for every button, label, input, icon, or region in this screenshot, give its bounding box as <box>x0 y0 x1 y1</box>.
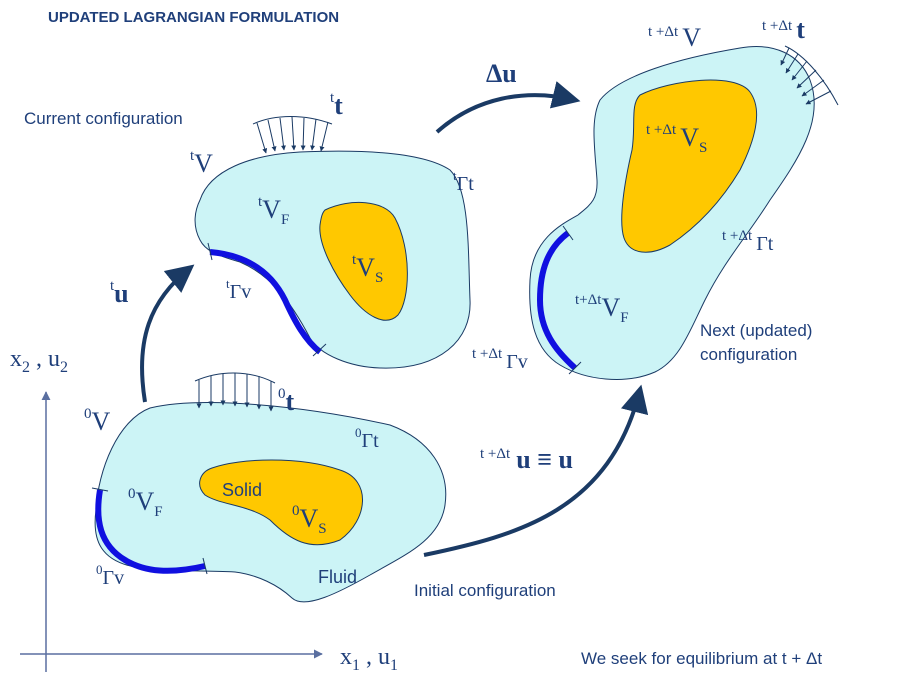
current-traction-arrows <box>252 116 333 154</box>
current-configuration-label: Current configuration <box>24 109 183 128</box>
y-axis-label: x2 , u2 <box>10 346 68 376</box>
coordinate-axes: x2 , u2 x1 , u1 <box>10 346 398 674</box>
current-gamma-v-boundary <box>209 249 322 355</box>
tu-arrow-label: tu <box>110 278 129 308</box>
next-traction-arrows <box>780 45 839 106</box>
next-configuration-label-line1: Next (updated) <box>700 321 812 340</box>
fluid-label: Fluid <box>318 567 357 587</box>
current-configuration: Current configuration tV tt tΓt tVF tVS … <box>24 90 474 369</box>
initial-boundary-tick-bottom <box>202 557 208 575</box>
initial-VF-label: 0VF <box>128 486 163 520</box>
initial-traction-label: 0t <box>278 386 295 416</box>
footer-note: We seek for equilibrium at t + Δt <box>581 649 822 668</box>
initial-VS-label: 0VS <box>292 503 327 537</box>
next-VF-label: t+ΔtVF <box>575 292 629 326</box>
initial-boundary-tick-top <box>91 487 109 492</box>
initial-traction-arrows <box>194 372 276 412</box>
tu-arrow <box>140 264 195 403</box>
current-solid-region <box>319 201 408 321</box>
next-boundary-tick-bottom <box>568 361 582 375</box>
current-VS-label: tVS <box>352 252 383 286</box>
delta-u-arrow <box>435 81 581 134</box>
next-gamma-v-boundary <box>536 230 578 371</box>
initial-configuration-label: Initial configuration <box>414 581 556 600</box>
current-V-label: tV <box>190 148 213 178</box>
initial-V-label: 0V <box>84 406 111 436</box>
initial-solid-region <box>199 459 363 546</box>
initial-gamma-v-boundary <box>95 489 206 574</box>
total-displacement-arrow <box>423 384 649 557</box>
page-title: UPDATED LAGRANGIAN FORMULATION <box>48 9 339 26</box>
current-boundary-tick-bottom <box>312 343 327 357</box>
delta-u-arrow-label: Δu <box>486 59 517 88</box>
next-solid-region <box>621 79 757 253</box>
next-boundary-tick-top <box>562 225 574 241</box>
initial-gamma-v-label: 0Γv <box>96 562 124 589</box>
current-VF-label: tVF <box>258 194 289 228</box>
next-configuration-label-line2: configuration <box>700 345 797 364</box>
x-axis-label: x1 , u1 <box>340 644 398 674</box>
current-boundary-tick-top <box>207 242 213 261</box>
current-traction-label: tt <box>330 90 343 120</box>
current-gamma-v-label: tΓv <box>226 276 251 303</box>
solid-label: Solid <box>222 480 262 500</box>
initial-configuration: 0V 0t 0Γt 0VF Solid 0VS Fluid 0Γv Initia… <box>84 372 556 603</box>
initial-gamma-t-label: 0Γt <box>355 425 379 452</box>
current-gamma-t-label: tΓt <box>453 168 474 195</box>
